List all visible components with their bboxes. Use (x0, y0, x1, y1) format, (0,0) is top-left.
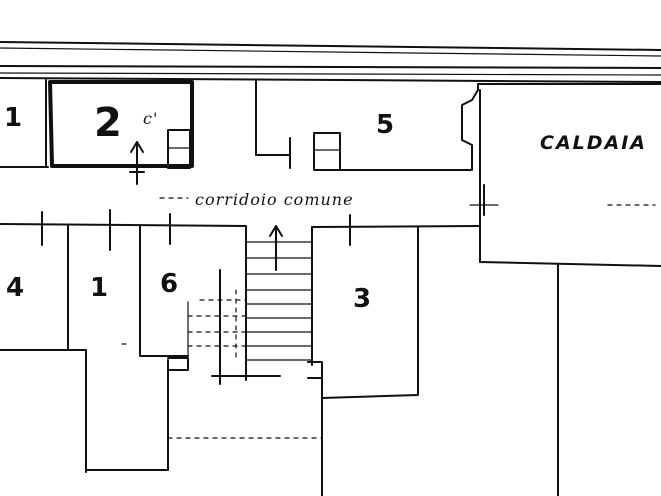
room-6-label: 6 (160, 269, 178, 299)
room-1-top-label: 1 (4, 103, 22, 133)
door-arrow (129, 141, 145, 185)
room-3-label: 3 (353, 284, 371, 314)
room-4-walls (0, 225, 87, 351)
boiler-room-walls (469, 83, 661, 267)
room-1-top-walls (0, 79, 49, 168)
room-5-label: 5 (376, 110, 394, 140)
wall-ticks (41, 184, 485, 251)
boiler-room-label: CALDAIA (540, 132, 647, 154)
room-4-label: 4 (6, 273, 24, 303)
room-5-walls (255, 79, 479, 171)
room-6-walls (139, 225, 189, 371)
room-2-label: 2 (94, 100, 122, 146)
top-border-lines (0, 41, 661, 83)
room-1-bottom-label: 1 (90, 273, 108, 303)
staircase (187, 225, 313, 385)
room-1-bottom-walls (85, 343, 169, 473)
room-3-walls (307, 226, 419, 496)
corridor-label: corridoio comune (195, 190, 354, 209)
room-2-walls (48, 80, 194, 169)
room-2-mark: c' (143, 109, 158, 128)
